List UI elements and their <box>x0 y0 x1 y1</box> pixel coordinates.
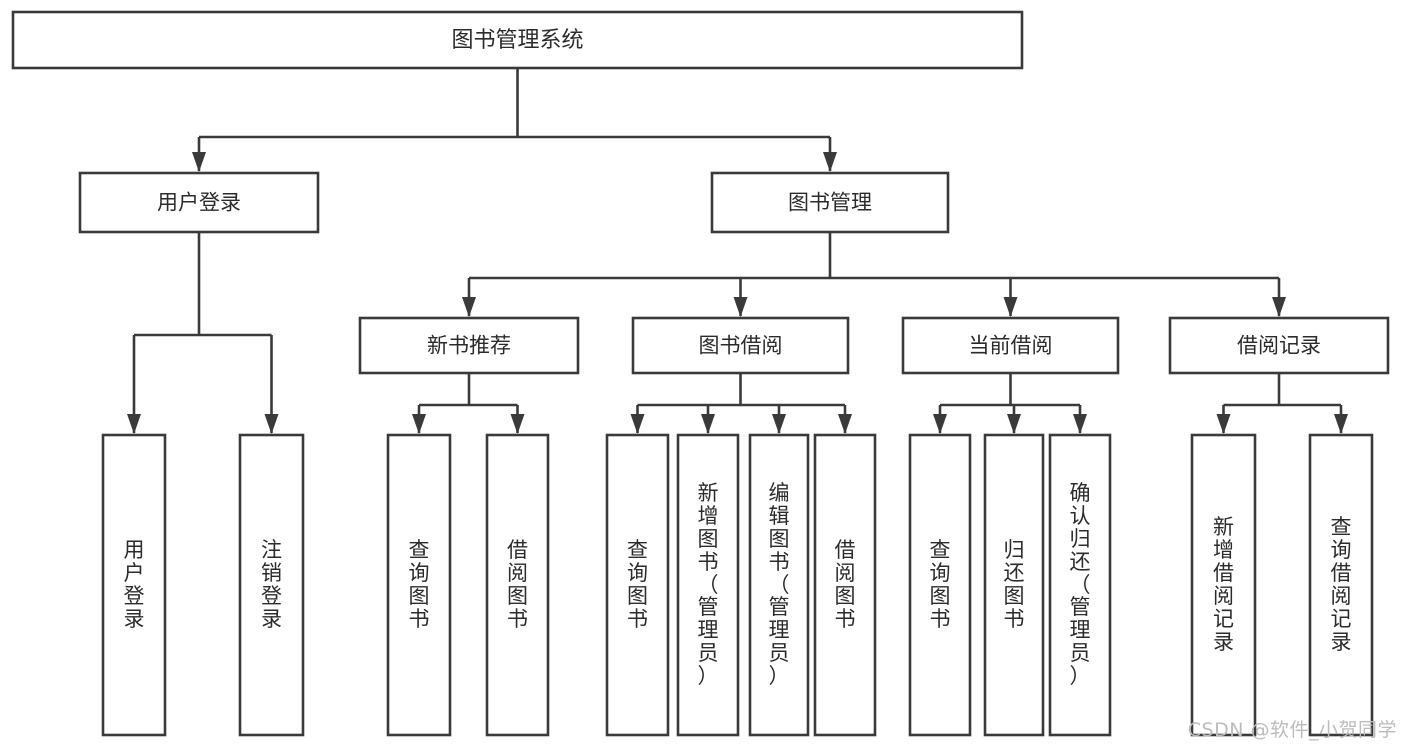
node-leaf-7[interactable] <box>813 433 877 737</box>
arrow-head-icon <box>823 152 837 172</box>
node-leaf-12[interactable] <box>1308 433 1374 737</box>
node-level1-label-1: 图书管理 <box>788 191 872 215</box>
node-leaf-3[interactable] <box>485 433 550 737</box>
node-level2-label-1: 图书借阅 <box>699 334 783 358</box>
node-leaf-8[interactable] <box>908 433 972 737</box>
node-root[interactable] <box>11 10 1024 70</box>
node-leaf-0[interactable] <box>101 433 167 737</box>
node-leaf-1[interactable] <box>238 433 305 737</box>
node-level2-label-3: 借阅记录 <box>1237 334 1321 358</box>
arrow-head-icon <box>838 414 852 434</box>
arrow-head-icon <box>933 414 947 434</box>
arrow-head-icon <box>192 152 206 172</box>
arrow-head-icon <box>1007 414 1021 434</box>
arrow-head-icon <box>772 414 786 434</box>
node-leaf-6[interactable] <box>748 433 810 737</box>
arrow-head-icon <box>510 414 525 434</box>
node-leaf-11[interactable] <box>1190 433 1257 737</box>
arrow-head-icon <box>1272 297 1286 317</box>
arrow-head-icon <box>1334 414 1348 434</box>
node-leaf-10[interactable] <box>1048 433 1112 737</box>
node-leaf-9[interactable] <box>983 433 1045 737</box>
node-level1-label-0: 用户登录 <box>157 191 241 215</box>
arrow-head-icon <box>462 297 476 317</box>
node-level2-label-2: 当前借阅 <box>969 334 1053 358</box>
arrow-head-icon <box>1003 297 1018 317</box>
arrow-head-icon <box>1073 414 1087 434</box>
node-leaf-5[interactable] <box>676 433 740 737</box>
node-level2-label-0: 新书推荐 <box>427 334 511 358</box>
node-leaf-2[interactable] <box>386 433 452 737</box>
node-leaf-4[interactable] <box>605 433 670 737</box>
arrow-head-icon <box>412 414 426 434</box>
node-level2-0[interactable] <box>358 316 580 375</box>
arrow-head-icon <box>630 414 645 434</box>
node-root-label: 图书管理系统 <box>451 28 583 53</box>
node-level2-2[interactable] <box>901 316 1120 375</box>
node-level1-0[interactable] <box>78 171 320 234</box>
arrow-head-icon <box>264 414 279 434</box>
arrow-head-icon <box>127 414 141 434</box>
arrow-head-icon <box>733 297 748 317</box>
arrow-head-icon <box>1216 414 1231 434</box>
arrow-head-icon <box>701 414 715 434</box>
watermark: CSDN @软件_小贺同学 <box>1187 719 1397 741</box>
